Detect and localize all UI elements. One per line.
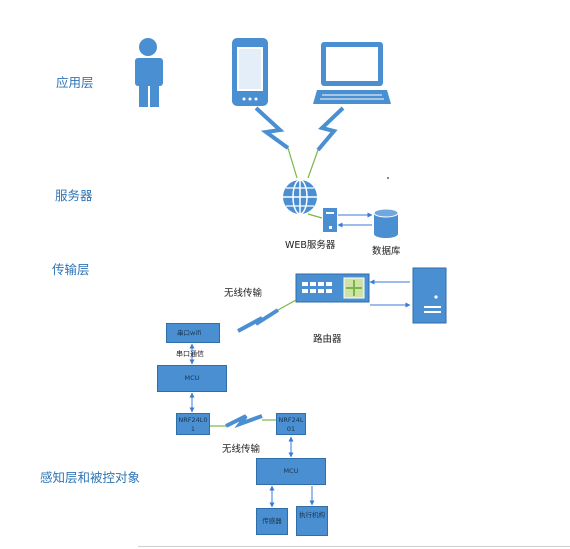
mcu-left-box: MCU: [157, 365, 227, 392]
router-caption: 路由器: [313, 334, 342, 345]
lightning-icon: [254, 106, 290, 150]
smartphone-icon: [232, 38, 268, 106]
actuator-box: 执行机构: [296, 506, 328, 536]
layer-label-application: 应用层: [56, 75, 94, 90]
database-icon: [373, 208, 399, 238]
mcu-right-box: MCU: [256, 458, 326, 485]
wireless-caption-top: 无线传输: [224, 288, 263, 299]
nrf-left-box: NRF24L01: [176, 413, 210, 435]
layer-label-service: 服务器: [55, 188, 93, 203]
wireless-caption-bottom: 无线传输: [222, 444, 261, 455]
lightning-icon: [237, 308, 280, 333]
bottom-divider: [138, 546, 570, 547]
serial-comm-label: 串口通信: [176, 350, 204, 358]
lightning-icon: [316, 106, 345, 152]
server-icon: [323, 208, 337, 232]
user-icon: [135, 38, 163, 107]
nrf-right-box: NRF24L01: [276, 413, 306, 435]
web-server-caption: WEB服务器: [285, 240, 336, 251]
database-caption: 数据库: [372, 246, 401, 257]
router-icon: [295, 273, 370, 303]
layer-label-perception: 感知层和被控对象: [40, 470, 141, 485]
globe-icon: [283, 179, 317, 215]
laptop-icon: [313, 42, 391, 104]
layer-label-transport: 传输层: [52, 262, 90, 277]
tower-server-icon: [412, 267, 447, 324]
serial-wifi-box: 串口wifi: [166, 323, 220, 343]
lightning-icon: [225, 414, 263, 429]
sensor-box: 传感器: [256, 508, 288, 535]
